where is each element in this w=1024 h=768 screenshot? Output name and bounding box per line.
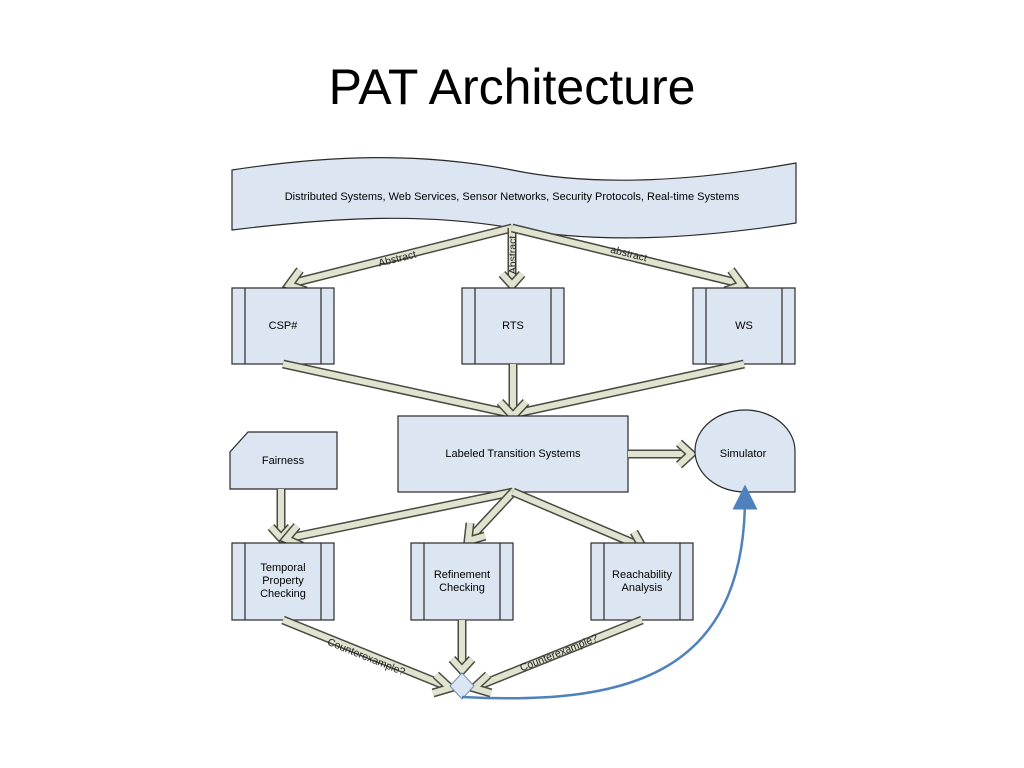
temporal-line-3: Checking	[260, 588, 306, 600]
domains-banner-label: Distributed Systems, Web Services, Senso…	[285, 191, 740, 203]
module-rts-label: RTS	[502, 320, 524, 332]
simulator-label: Simulator	[720, 448, 767, 460]
fairness-node: Fairness	[229, 431, 338, 490]
module-to-lts-arrows	[282, 359, 745, 423]
edge-label-abstract-mid: Abstract	[507, 236, 519, 275]
checker-temporal: Temporal Property Checking	[231, 542, 335, 621]
edge-label-counterexample-left: Counterexample?	[325, 636, 406, 678]
edge-label-abstract-left: Abstract	[377, 249, 417, 270]
domains-banner: Distributed Systems, Web Services, Senso…	[231, 157, 797, 239]
lts-to-simulator-arrow	[628, 439, 698, 469]
module-ws: WS	[692, 287, 796, 365]
temporal-line-2: Property	[262, 575, 304, 587]
reachability-line-2: Analysis	[622, 582, 663, 594]
reachability-line-1: Reachability	[612, 569, 672, 581]
refinement-line-1: Refinement	[434, 569, 490, 581]
feedback-arrow	[461, 484, 758, 700]
edge-label-abstract-right: abstract	[609, 244, 648, 265]
module-csp-label: CSP#	[269, 320, 299, 332]
refinement-line-2: Checking	[439, 582, 485, 594]
checker-refinement: Refinement Checking	[410, 542, 514, 621]
checkers-to-decision-arrows	[281, 615, 644, 698]
slide-title: PAT Architecture	[328, 59, 696, 115]
decision-diamond	[449, 672, 475, 700]
simulator-node: Simulator	[694, 409, 796, 493]
temporal-line-1: Temporal	[260, 562, 305, 574]
module-rts: RTS	[461, 287, 565, 365]
lts-label: Labeled Transition Systems	[445, 448, 581, 460]
fairness-label: Fairness	[262, 455, 305, 467]
edge-label-counterexample-right: Counterexample?	[518, 632, 599, 674]
module-ws-label: WS	[735, 320, 753, 332]
lts-to-checkers-arrows	[278, 487, 651, 554]
lts-box: Labeled Transition Systems	[397, 415, 629, 493]
abstract-arrows	[281, 223, 750, 296]
checker-reachability: Reachability Analysis	[590, 542, 694, 621]
module-csp: CSP#	[231, 287, 335, 365]
